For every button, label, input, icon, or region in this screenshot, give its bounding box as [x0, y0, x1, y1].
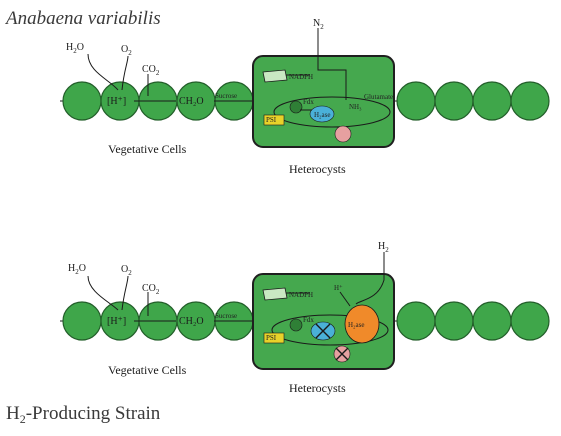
heterocyst: NADPH Fdx PSI H₂ase NH₃ Glutamate — [252, 28, 395, 148]
figure-title: Anabaena variabilis — [4, 8, 161, 29]
hydrogenase-orange — [344, 304, 380, 344]
fdx-label: Fdx — [303, 316, 314, 324]
vegetative-cell — [510, 301, 550, 341]
vegetative-cells-right — [396, 301, 550, 341]
hplus-pool-label: [H⁺] — [107, 316, 126, 327]
ps-box — [262, 287, 288, 301]
pink-node — [334, 125, 352, 143]
glutamate-label: Glutamate — [364, 93, 393, 101]
yellow-complex — [263, 332, 285, 344]
n2-label: N2 — [313, 18, 324, 31]
h2ase-enzyme — [309, 105, 335, 123]
nadph-label: NADPH — [289, 73, 313, 81]
strain-label: H2-Producing Strain — [6, 403, 161, 426]
vegetative-cell — [62, 81, 102, 121]
thylakoid-ellipse — [271, 314, 389, 346]
hplus-label: H⁺ — [334, 284, 343, 292]
h2-label: H2 — [378, 241, 389, 254]
ps-box — [262, 69, 288, 83]
h2o-arc — [87, 275, 119, 311]
ps1-label: PSI — [266, 334, 277, 342]
vegetative-cell — [62, 301, 102, 341]
sucrose-label: Sucrose — [215, 312, 237, 320]
vegetative-cells-right — [396, 81, 550, 121]
heterocyst-cell — [252, 273, 395, 370]
h2o-label: H2O — [66, 42, 84, 55]
heterocyst: NADPH Fdx PSI H₂ase H⁺ — [252, 252, 395, 370]
vegetative-cells-left — [62, 81, 254, 121]
vegetative-cell — [510, 81, 550, 121]
blocked-x-icon — [335, 347, 349, 361]
blocked-x-icon — [315, 323, 331, 339]
vegetative-cells-left — [62, 301, 254, 341]
fdx-label: Fdx — [303, 98, 314, 106]
h2ase-label: H₂ase — [348, 321, 364, 329]
vegetative-cell — [396, 301, 436, 341]
vegetative-cells-label: Vegetative Cells — [108, 363, 187, 377]
thylakoid-ellipse — [273, 96, 391, 128]
vegetative-cell — [472, 81, 512, 121]
sucrose-label: Sucrose — [215, 92, 237, 100]
co2-label: CO2 — [142, 64, 160, 77]
vegetative-cell — [434, 301, 474, 341]
nh3-label: NH₃ — [349, 103, 362, 111]
ps1-label: PSI — [266, 116, 277, 124]
h2ase-label: H₂ase — [314, 111, 330, 119]
fdx-node — [289, 100, 303, 114]
h2o-label: H2O — [68, 263, 86, 276]
nadph-label: NADPH — [289, 291, 313, 299]
o2-label: O2 — [121, 44, 132, 57]
heterocysts-label: Heterocysts — [289, 381, 346, 395]
heterocyst-cell — [252, 55, 395, 148]
co2-label: CO2 — [142, 283, 160, 296]
panel-h2-producing: NADPH Fdx PSI H₂ase H⁺ H2O O2 CO2 [H⁺] C… — [60, 241, 550, 395]
h2o-arc — [87, 53, 119, 91]
yellow-complex — [263, 114, 285, 126]
vegetative-cell — [434, 81, 474, 121]
heterocysts-label: Heterocysts — [289, 162, 346, 176]
ch2o-label: CH₂O — [179, 96, 204, 107]
n2-arrow-line — [317, 28, 347, 100]
o2-label: O2 — [121, 264, 132, 277]
vegetative-cell — [396, 81, 436, 121]
hplus-pool-label: [H⁺] — [107, 96, 126, 107]
h2-arrow-line — [355, 252, 385, 305]
vegetative-cell — [472, 301, 512, 341]
o2-arc — [121, 55, 129, 91]
panel-wild-type: NADPH Fdx PSI H₂ase NH₃ Glutamate H2O O2… — [60, 18, 550, 176]
vegetative-cells-label: Vegetative Cells — [108, 142, 187, 156]
fdx-node — [289, 318, 303, 332]
ch2o-label: CH₂O — [179, 316, 204, 327]
o2-arc — [121, 275, 129, 311]
hplus-arrow-line — [339, 291, 351, 307]
